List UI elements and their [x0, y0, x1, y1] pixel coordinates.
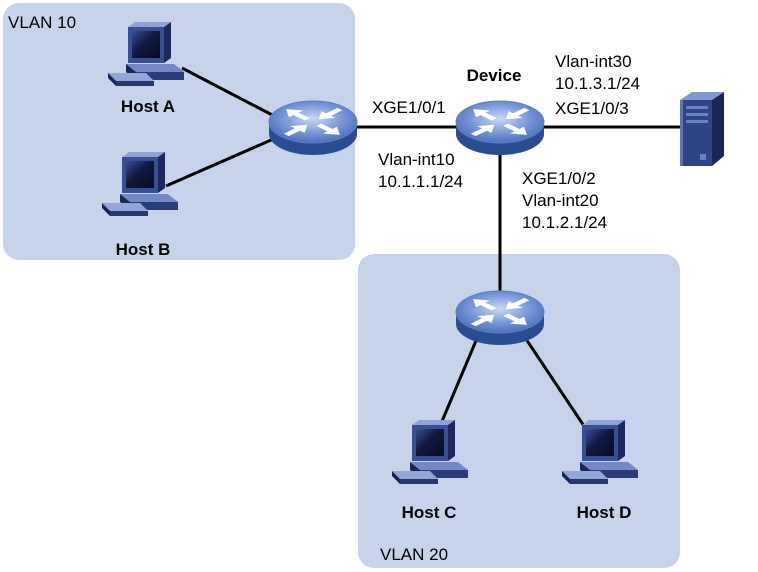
vlan10-switch-icon	[268, 100, 358, 156]
host-b-label: Host B	[116, 240, 171, 259]
xge1-0-2-port-label: XGE1/0/2	[522, 169, 596, 188]
device-switch-icon	[455, 100, 545, 156]
host-a-link	[181, 66, 279, 120]
vlan-int30-ip-label: 10.1.3.1/24	[555, 74, 640, 93]
vlan-int20-label: Vlan-int20	[522, 191, 599, 210]
device-label: Device	[467, 66, 522, 85]
host-d-label: Host D	[577, 503, 632, 522]
xge1-0-1-port-label: XGE1/0/1	[372, 98, 446, 117]
server-icon	[680, 92, 724, 166]
host-d-link	[522, 335, 586, 427]
vlan-int10-ip-label: 10.1.1.1/24	[378, 172, 463, 191]
host-a-label: Host A	[121, 97, 175, 116]
vlan-int30-label: Vlan-int30	[555, 52, 632, 71]
vlan20-label: VLAN 20	[380, 545, 448, 564]
host-b-link	[165, 135, 279, 188]
xge1-0-3-port-label: XGE1/0/3	[555, 99, 629, 118]
vlan20-switch-icon	[455, 290, 545, 346]
vlan10-label: VLAN 10	[8, 13, 76, 32]
host-c-link	[438, 335, 480, 427]
vlan10-region	[3, 3, 355, 260]
vlan-int20-ip-label: 10.1.2.1/24	[522, 213, 607, 232]
vlan20-region	[358, 254, 680, 568]
vlan-int10-label: Vlan-int10	[378, 150, 455, 169]
host-c-label: Host C	[402, 503, 457, 522]
